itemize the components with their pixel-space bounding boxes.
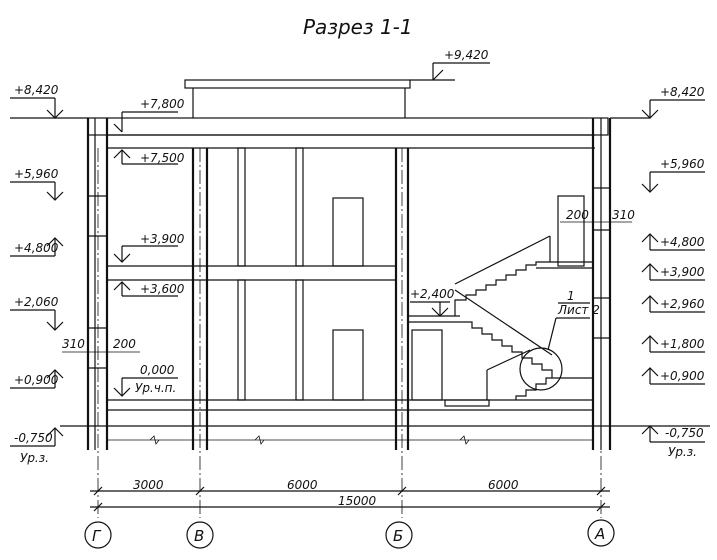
svg-text:+3,900: +3,900 (660, 265, 705, 279)
door-floor1 (332, 329, 364, 401)
left-mark-3: +2,060 (10, 295, 64, 331)
svg-text:+1,800: +1,800 (660, 337, 705, 351)
svg-text:+7,500: +7,500 (140, 151, 185, 165)
door-floor2 (332, 197, 364, 267)
door-upper-landing (557, 195, 585, 267)
left-wall-dims: 310 200 (62, 337, 140, 358)
right-wall-dims: 200 310 (560, 208, 635, 228)
dim-span1: 3000 (133, 478, 164, 492)
svg-text:А: А (594, 525, 605, 543)
left-exterior-wall (86, 118, 109, 450)
svg-text:0,000: 0,000 (140, 363, 175, 377)
foundation-lines (60, 425, 710, 445)
svg-text:310: 310 (612, 208, 635, 222)
floor1-slab (107, 399, 593, 411)
left-mark-1: +5,960 (10, 167, 64, 201)
right-mark-5: +1,800 (641, 335, 705, 353)
right-mark-7: -0,750 Ур.з. (641, 425, 705, 459)
dimension-chain: 3000 6000 6000 15000 (90, 478, 610, 512)
svg-text:+3,900: +3,900 (140, 232, 185, 246)
svg-text:-0,750: -0,750 (14, 431, 53, 445)
door-stair-hall (411, 329, 443, 401)
axis-bubble-v: В (186, 521, 214, 549)
svg-text:+0,900: +0,900 (14, 373, 59, 387)
detail-callout: 1 Лист 2 (519, 289, 600, 391)
svg-text:+4,800: +4,800 (14, 241, 59, 255)
mark-roof-top: +7,800 (113, 97, 185, 133)
mark-floor2-bottom: +3,600 (113, 281, 185, 297)
mark-floor1: 0,000 Ур.ч.п. (113, 363, 178, 397)
left-mark-2: +4,800 (10, 237, 64, 257)
svg-text:+9,420: +9,420 (444, 48, 489, 62)
roof-slab (87, 117, 609, 136)
right-mark-6: +0,900 (641, 367, 705, 385)
svg-text:200: 200 (566, 208, 589, 222)
svg-text:+2,060: +2,060 (14, 295, 59, 309)
right-mark-1: +5,960 (641, 157, 705, 193)
axis-bubble-g: Г (84, 521, 112, 549)
svg-text:-0,750: -0,750 (665, 426, 704, 440)
dim-total: 15000 (338, 494, 377, 508)
svg-text:+2,400: +2,400 (410, 287, 455, 301)
svg-text:+0,900: +0,900 (660, 369, 705, 383)
right-exterior-wall (591, 118, 612, 450)
svg-text:+5,960: +5,960 (660, 157, 705, 171)
right-mark-3: +3,900 (641, 263, 705, 281)
svg-text:+3,600: +3,600 (140, 282, 185, 296)
svg-text:+7,800: +7,800 (140, 97, 185, 111)
axis-bubble-b: Б (385, 521, 413, 549)
svg-text:Г: Г (92, 527, 102, 545)
svg-text:Б: Б (393, 527, 403, 545)
svg-text:В: В (194, 527, 204, 545)
left-mark-5: -0,750 Ур.з. (10, 427, 64, 465)
roof-parapet-cap (184, 79, 411, 89)
svg-text:+8,420: +8,420 (660, 85, 705, 99)
axis-lines (97, 148, 602, 518)
svg-text:+8,420: +8,420 (14, 83, 59, 97)
left-mark-4: +0,900 (10, 369, 64, 389)
mark-floor2-top: +3,900 (113, 232, 185, 263)
svg-text:Ур.ч.п.: Ур.ч.п. (135, 381, 176, 395)
svg-text:+5,960: +5,960 (14, 167, 59, 181)
mark-landing: +2,400 (410, 287, 455, 317)
ridge-level-mark: +9,420 (410, 48, 490, 81)
callout-number: 1 (567, 289, 575, 303)
svg-text:310: 310 (62, 337, 85, 351)
dim-span3: 6000 (488, 478, 519, 492)
axis-bubble-a: А (587, 519, 615, 547)
mark-roof-bottom: +7,500 (113, 149, 185, 165)
ground-label-right: Ур.з. (668, 445, 697, 459)
dim-span2: 6000 (287, 478, 318, 492)
floor2-slab (107, 265, 396, 281)
left-mark-0: +8,420 (10, 83, 88, 119)
svg-text:+2,960: +2,960 (660, 297, 705, 311)
right-mark-0: +8,420 (610, 85, 705, 119)
drawing-title: Разрез 1-1 (303, 15, 413, 39)
staircase (408, 235, 593, 407)
callout-sheet: Лист 2 (557, 303, 600, 317)
right-mark-4: +2,960 (641, 295, 705, 313)
ground-label-left: Ур.з. (20, 451, 49, 465)
svg-text:+4,800: +4,800 (660, 235, 705, 249)
right-mark-2: +4,800 (641, 233, 705, 251)
partition-walls (237, 147, 304, 401)
svg-text:200: 200 (113, 337, 136, 351)
